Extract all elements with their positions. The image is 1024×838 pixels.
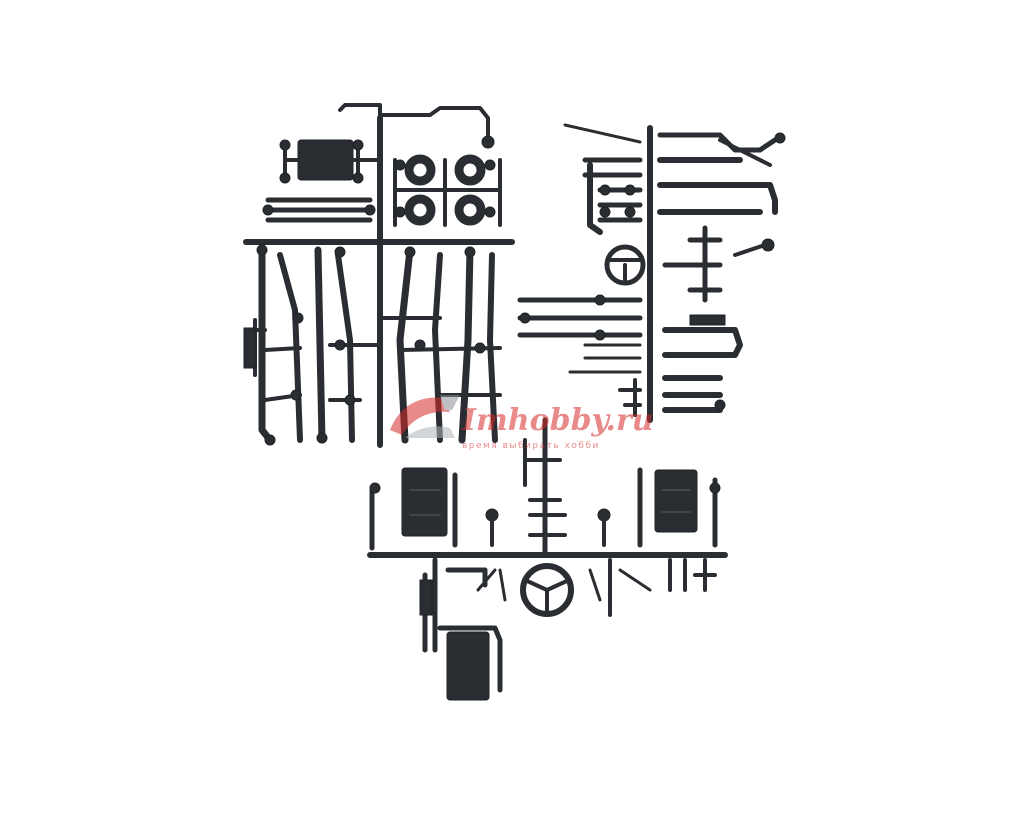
lower-steering-wheel-part	[520, 563, 574, 617]
bottom-sprue-frame	[367, 417, 728, 701]
steering-wheel-part	[604, 244, 646, 286]
right-sprue-frame	[517, 123, 786, 423]
watermark-brand-text: Imhobby.ru	[462, 403, 654, 438]
watermark-slogan-text: время выбирать хобби	[462, 441, 600, 451]
lower-panel-part	[446, 631, 490, 701]
radiator-grille-part	[297, 139, 354, 181]
stylized-car-logo-icon	[390, 395, 460, 438]
wheel-parts	[393, 154, 502, 227]
door-panel-parts	[369, 467, 721, 551]
left-sprue-frame	[243, 103, 515, 448]
chassis-strut-parts	[243, 244, 502, 446]
